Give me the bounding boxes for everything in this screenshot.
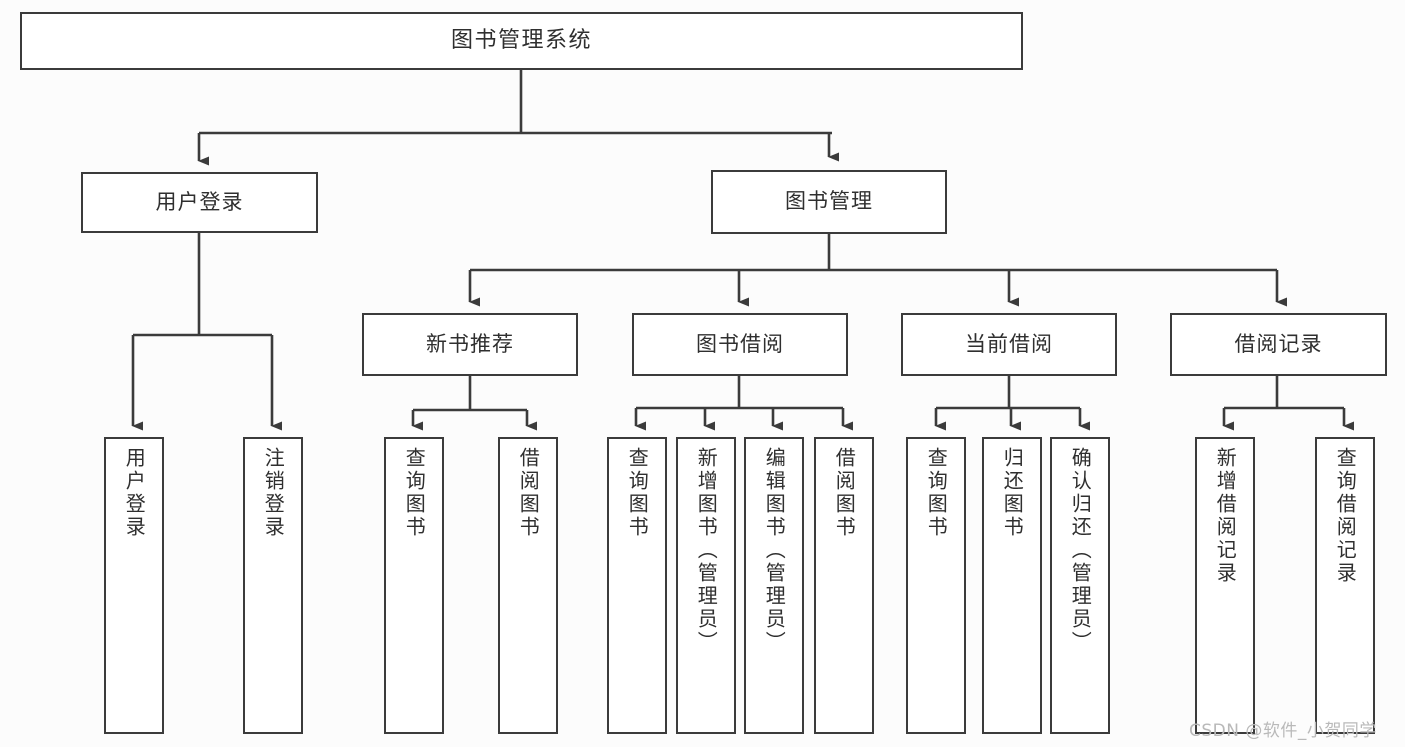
leaf-label: 归还图书 [1000, 447, 1025, 539]
leaf-label: 新增借阅记录 [1213, 447, 1238, 585]
leaf-label: 查询图书 [924, 447, 949, 539]
leaf-current-return-book[interactable]: 归还图书 [982, 437, 1042, 734]
leaf-record-query-record[interactable]: 查询借阅记录 [1315, 437, 1375, 734]
leaf-label: 编辑图书（管理员） [762, 447, 787, 654]
csdn-watermark: CSDN @软件_小贺同学 [1189, 721, 1377, 741]
leaf-current-query-book[interactable]: 查询图书 [906, 437, 966, 734]
leaf-label: 确认归还（管理员） [1068, 447, 1093, 654]
node-book-management[interactable]: 图书管理 [711, 170, 947, 234]
leaf-record-add-record[interactable]: 新增借阅记录 [1195, 437, 1255, 734]
leaf-label: 查询图书 [625, 447, 650, 539]
node-book-borrow[interactable]: 图书借阅 [632, 313, 848, 376]
node-new-book-recommend[interactable]: 新书推荐 [362, 313, 578, 376]
node-borrow-record[interactable]: 借阅记录 [1170, 313, 1387, 376]
leaf-label: 用户登录 [122, 447, 147, 539]
leaf-current-confirm-return-admin[interactable]: 确认归还（管理员） [1050, 437, 1110, 734]
leaf-label: 新增图书（管理员） [694, 447, 719, 654]
leaf-borrow-query-book[interactable]: 查询图书 [607, 437, 667, 734]
node-root-system[interactable]: 图书管理系统 [20, 12, 1023, 70]
leaf-borrow-borrow-book[interactable]: 借阅图书 [814, 437, 874, 734]
leaf-label: 借阅图书 [832, 447, 857, 539]
leaf-label: 查询借阅记录 [1333, 447, 1358, 585]
leaf-borrow-edit-book-admin[interactable]: 编辑图书（管理员） [744, 437, 804, 734]
leaf-label: 查询图书 [402, 447, 427, 539]
leaf-recommend-borrow-book[interactable]: 借阅图书 [498, 437, 558, 734]
node-current-borrow[interactable]: 当前借阅 [901, 313, 1117, 376]
leaf-user-login-login[interactable]: 用户登录 [104, 437, 164, 734]
leaf-borrow-add-book-admin[interactable]: 新增图书（管理员） [676, 437, 736, 734]
leaf-recommend-query-book[interactable]: 查询图书 [384, 437, 444, 734]
leaf-label: 借阅图书 [516, 447, 541, 539]
leaf-user-login-logout[interactable]: 注销登录 [243, 437, 303, 734]
leaf-label: 注销登录 [261, 447, 286, 539]
node-user-login[interactable]: 用户登录 [81, 172, 318, 233]
